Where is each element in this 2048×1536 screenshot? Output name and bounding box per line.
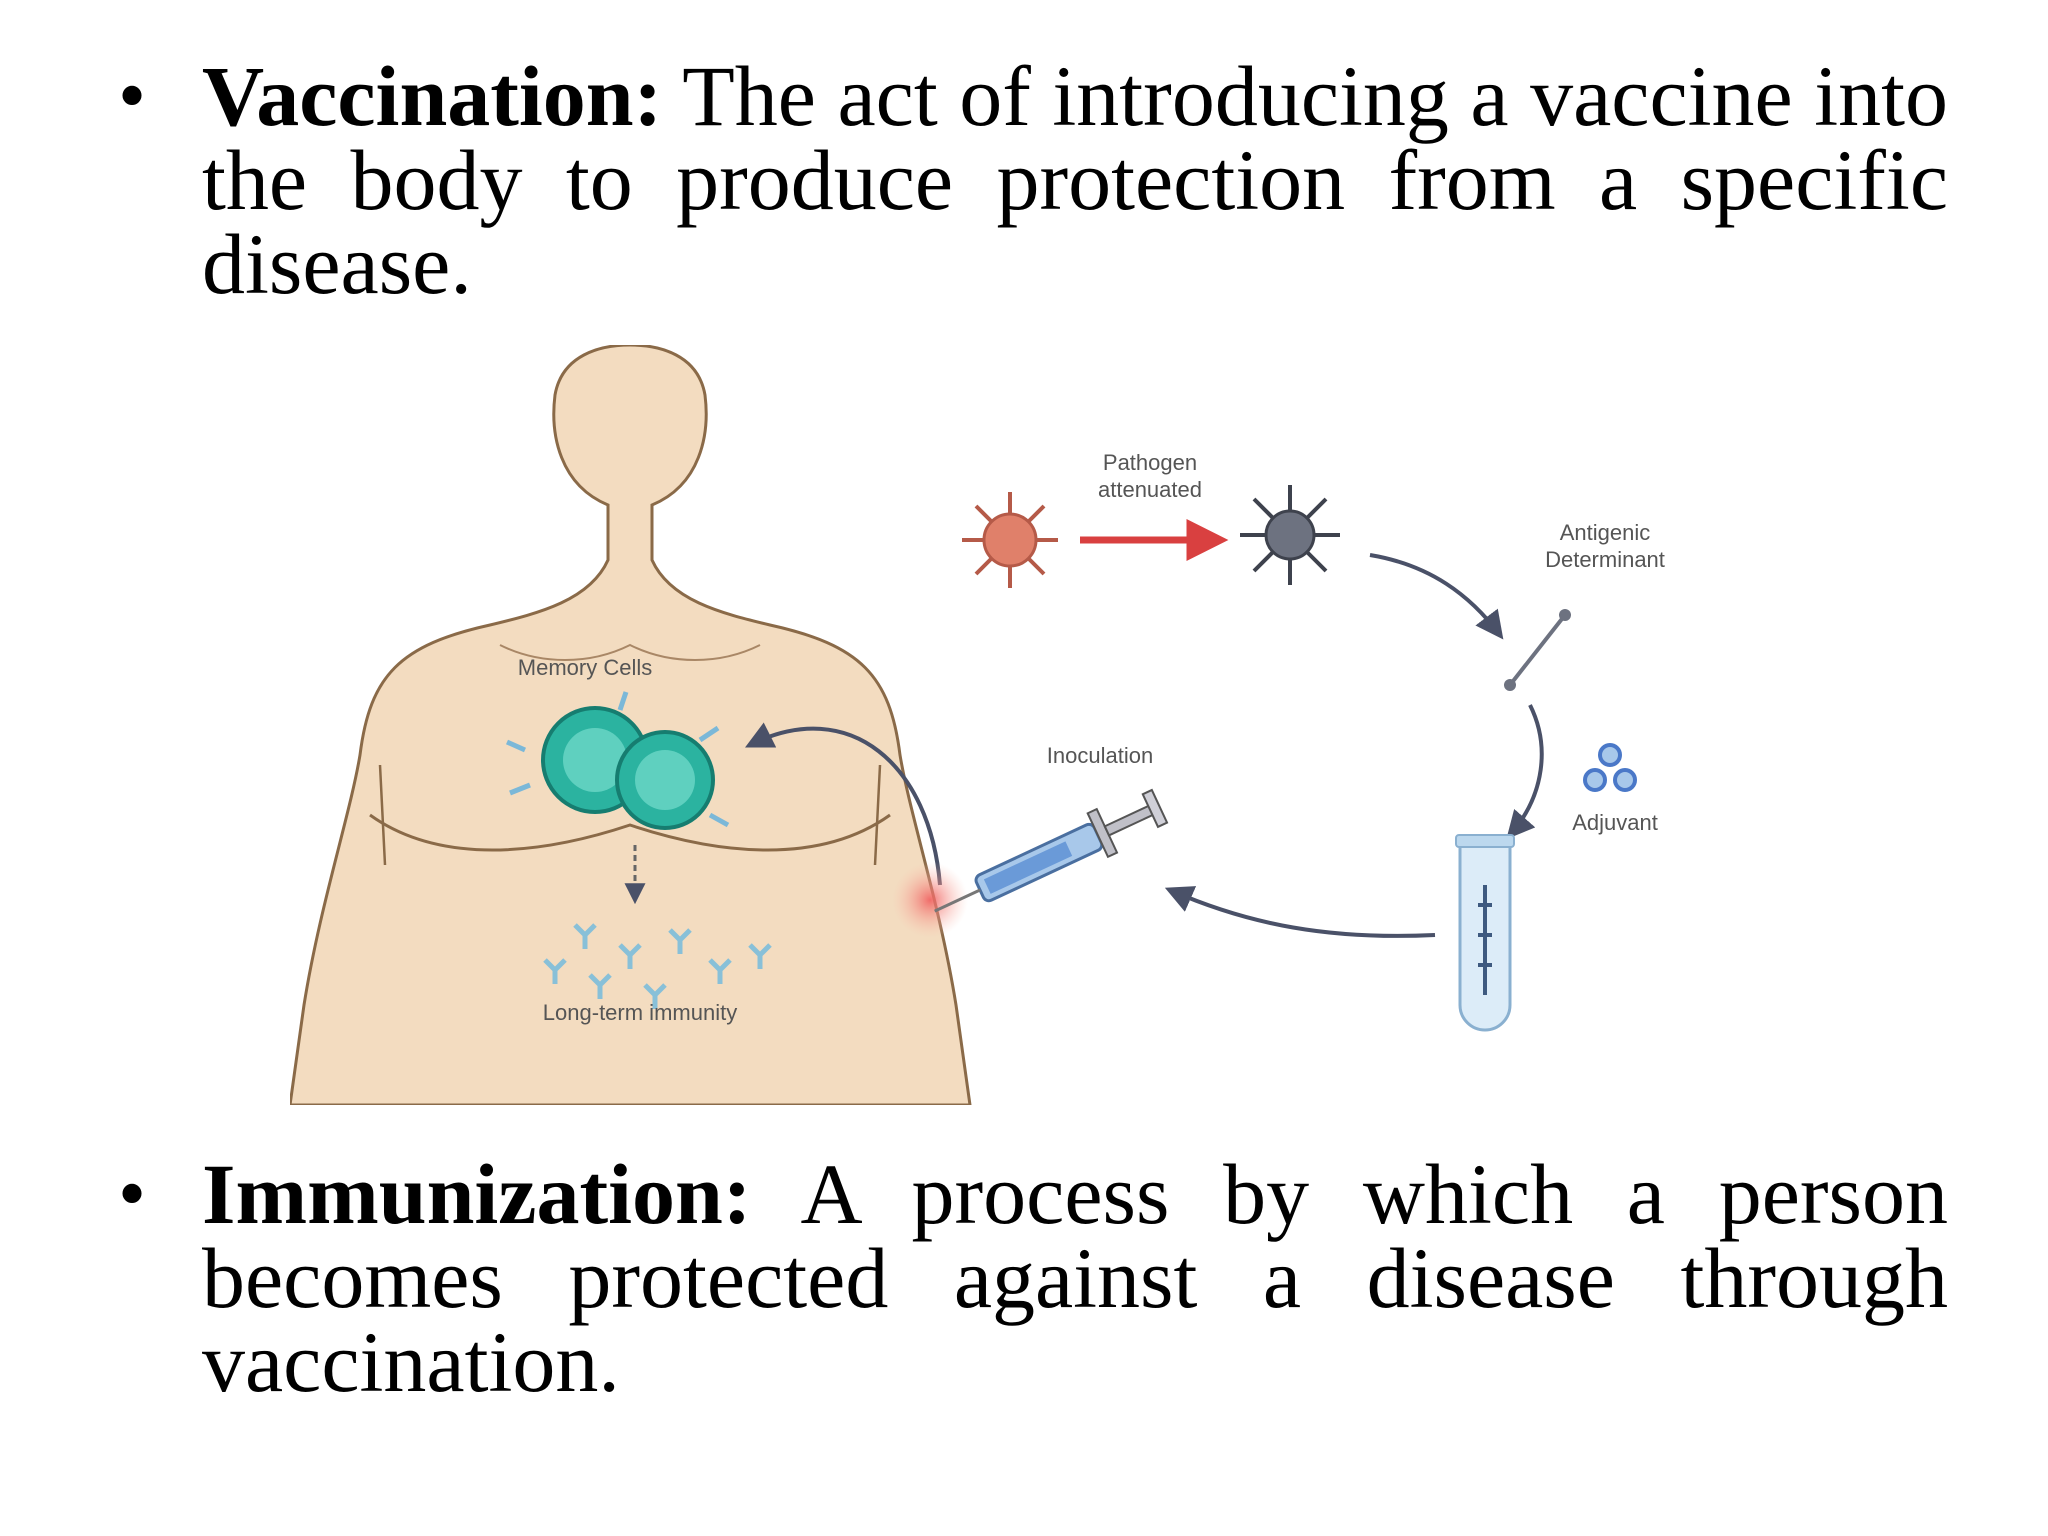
bullet-vaccination: • Vaccination: The act of introducing a … <box>118 52 1948 307</box>
adjuvant-icon <box>1583 743 1637 792</box>
antibodies <box>543 923 772 1009</box>
tube-to-syringe-arrow <box>1164 886 1436 938</box>
bullet-immunization: • Immunization: A process by which a per… <box>118 1150 1948 1405</box>
pathogen-label-line2: attenuated <box>1098 477 1202 502</box>
term-immunization: Immunization: <box>202 1146 752 1242</box>
arm-to-memory-arrow <box>744 722 942 886</box>
syringe-icon <box>934 788 1169 913</box>
memory-cells <box>505 691 730 830</box>
inoculation-label: Inoculation <box>1047 743 1153 768</box>
test-tube-icon <box>1455 834 1515 1032</box>
pathogen-label-line1: Pathogen <box>1103 450 1197 475</box>
bullet-dot: • <box>118 1150 147 1238</box>
adjuvant-label: Adjuvant <box>1572 810 1658 835</box>
bullet-dot: • <box>118 52 147 140</box>
bullet-text: Vaccination: The act of introducing a va… <box>202 53 1948 307</box>
vaccination-diagram: Memory Cells Long-term immunity Inoculat… <box>290 345 1665 1105</box>
definition-immunization: A process by which a person becomes prot… <box>202 1146 1948 1410</box>
antigen-determinant-icon <box>1504 609 1571 691</box>
pathogen-live-icon <box>962 492 1058 588</box>
injection-site <box>892 862 968 938</box>
memory-cells-label: Memory Cells <box>518 655 652 680</box>
to-antigen-arrow <box>1369 553 1504 640</box>
to-tube-arrow <box>1506 704 1544 840</box>
term-vaccination: Vaccination: <box>202 48 663 144</box>
antigenic-label-line1: Antigenic <box>1560 520 1651 545</box>
long-term-immunity-label: Long-term immunity <box>543 1000 737 1025</box>
pathogen-attenuated-icon <box>1240 485 1340 585</box>
antigenic-label-line2: Determinant <box>1545 547 1665 572</box>
bullet-text: Immunization: A process by which a perso… <box>202 1151 1948 1405</box>
definition-vaccination: The act of introducing a vaccine into th… <box>202 48 1948 312</box>
